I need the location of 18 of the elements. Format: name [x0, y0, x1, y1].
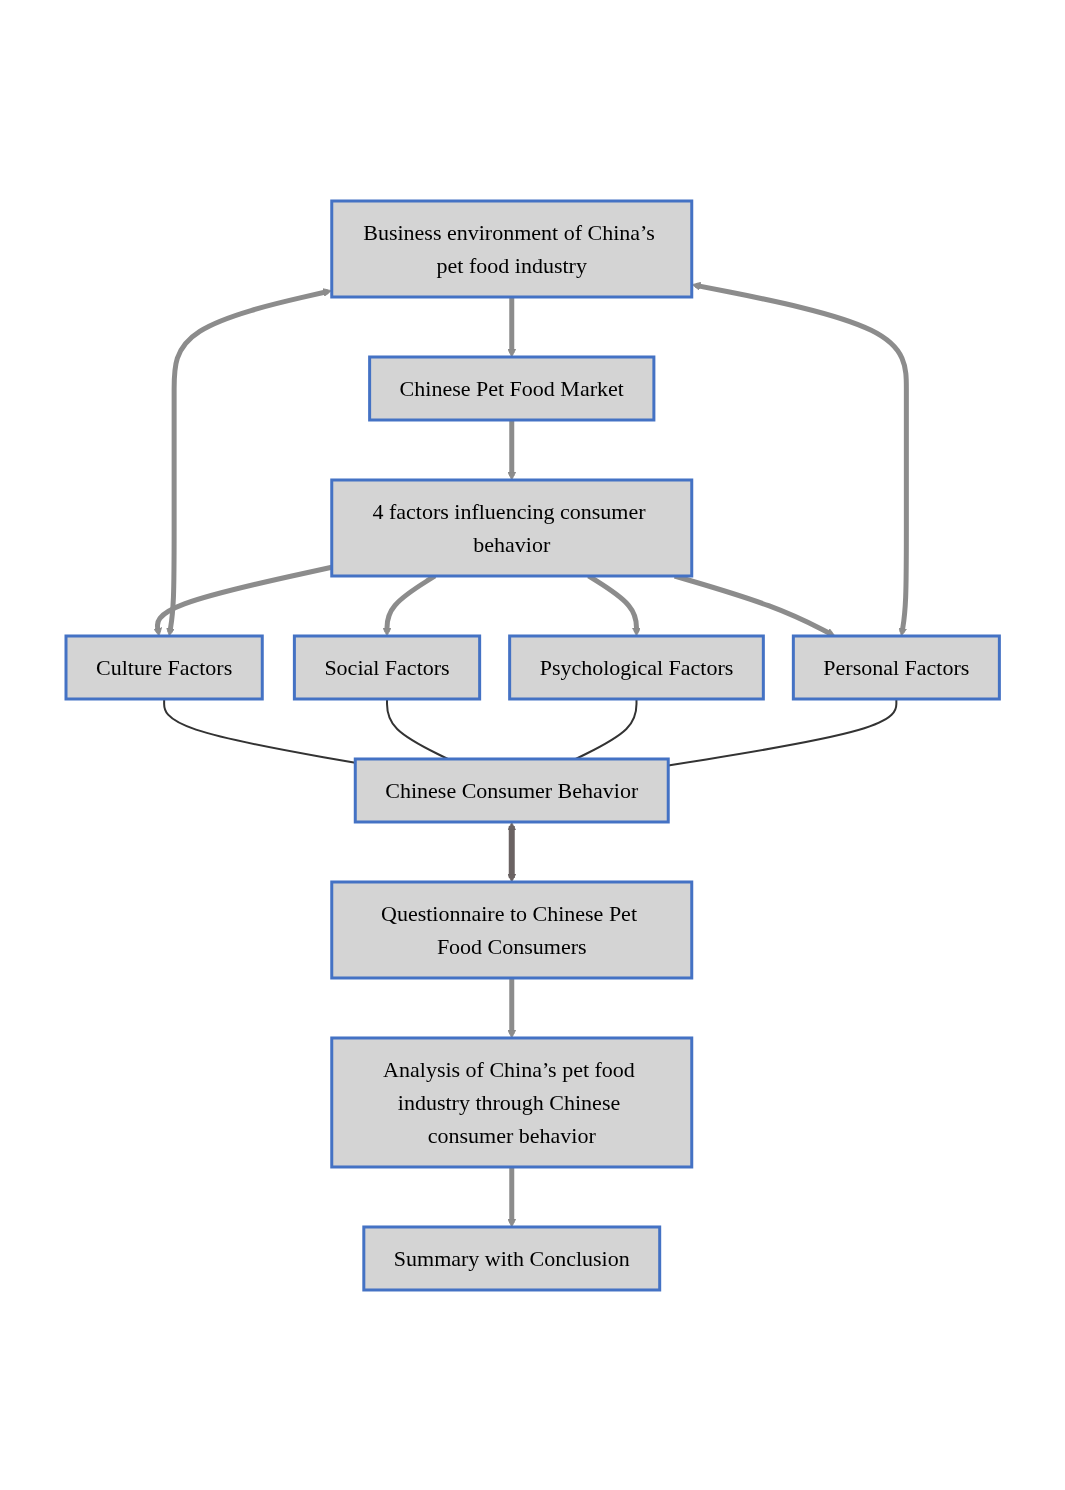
arrow — [507, 1166, 516, 1227]
arrow — [507, 821, 516, 882]
node-box: Analysis of China’s pet food industry through Chinese consumer behavior — [330, 1036, 694, 1168]
node-box: Chinese Consumer Behavior — [353, 757, 670, 823]
arrow — [691, 281, 909, 636]
node-box: 4 factors influencing consumer behavior — [330, 478, 694, 577]
node-box: Social Factors — [292, 634, 481, 700]
arrow — [166, 287, 332, 636]
node-box: Psychological Factors — [507, 634, 765, 700]
arrow — [507, 296, 516, 357]
node-box: Culture Factors — [64, 634, 264, 700]
node-box: Summary with Conclusion — [362, 1225, 661, 1291]
node-box: Chinese Pet Food Market — [367, 355, 656, 421]
node-box: Business environment of China’s pet food industry — [330, 199, 694, 298]
node-box: Questionnaire to Chinese Pet Food Consumers — [330, 880, 694, 979]
arrow — [507, 977, 516, 1038]
node-box: Personal Factors — [791, 634, 1001, 700]
arrow — [507, 419, 516, 480]
